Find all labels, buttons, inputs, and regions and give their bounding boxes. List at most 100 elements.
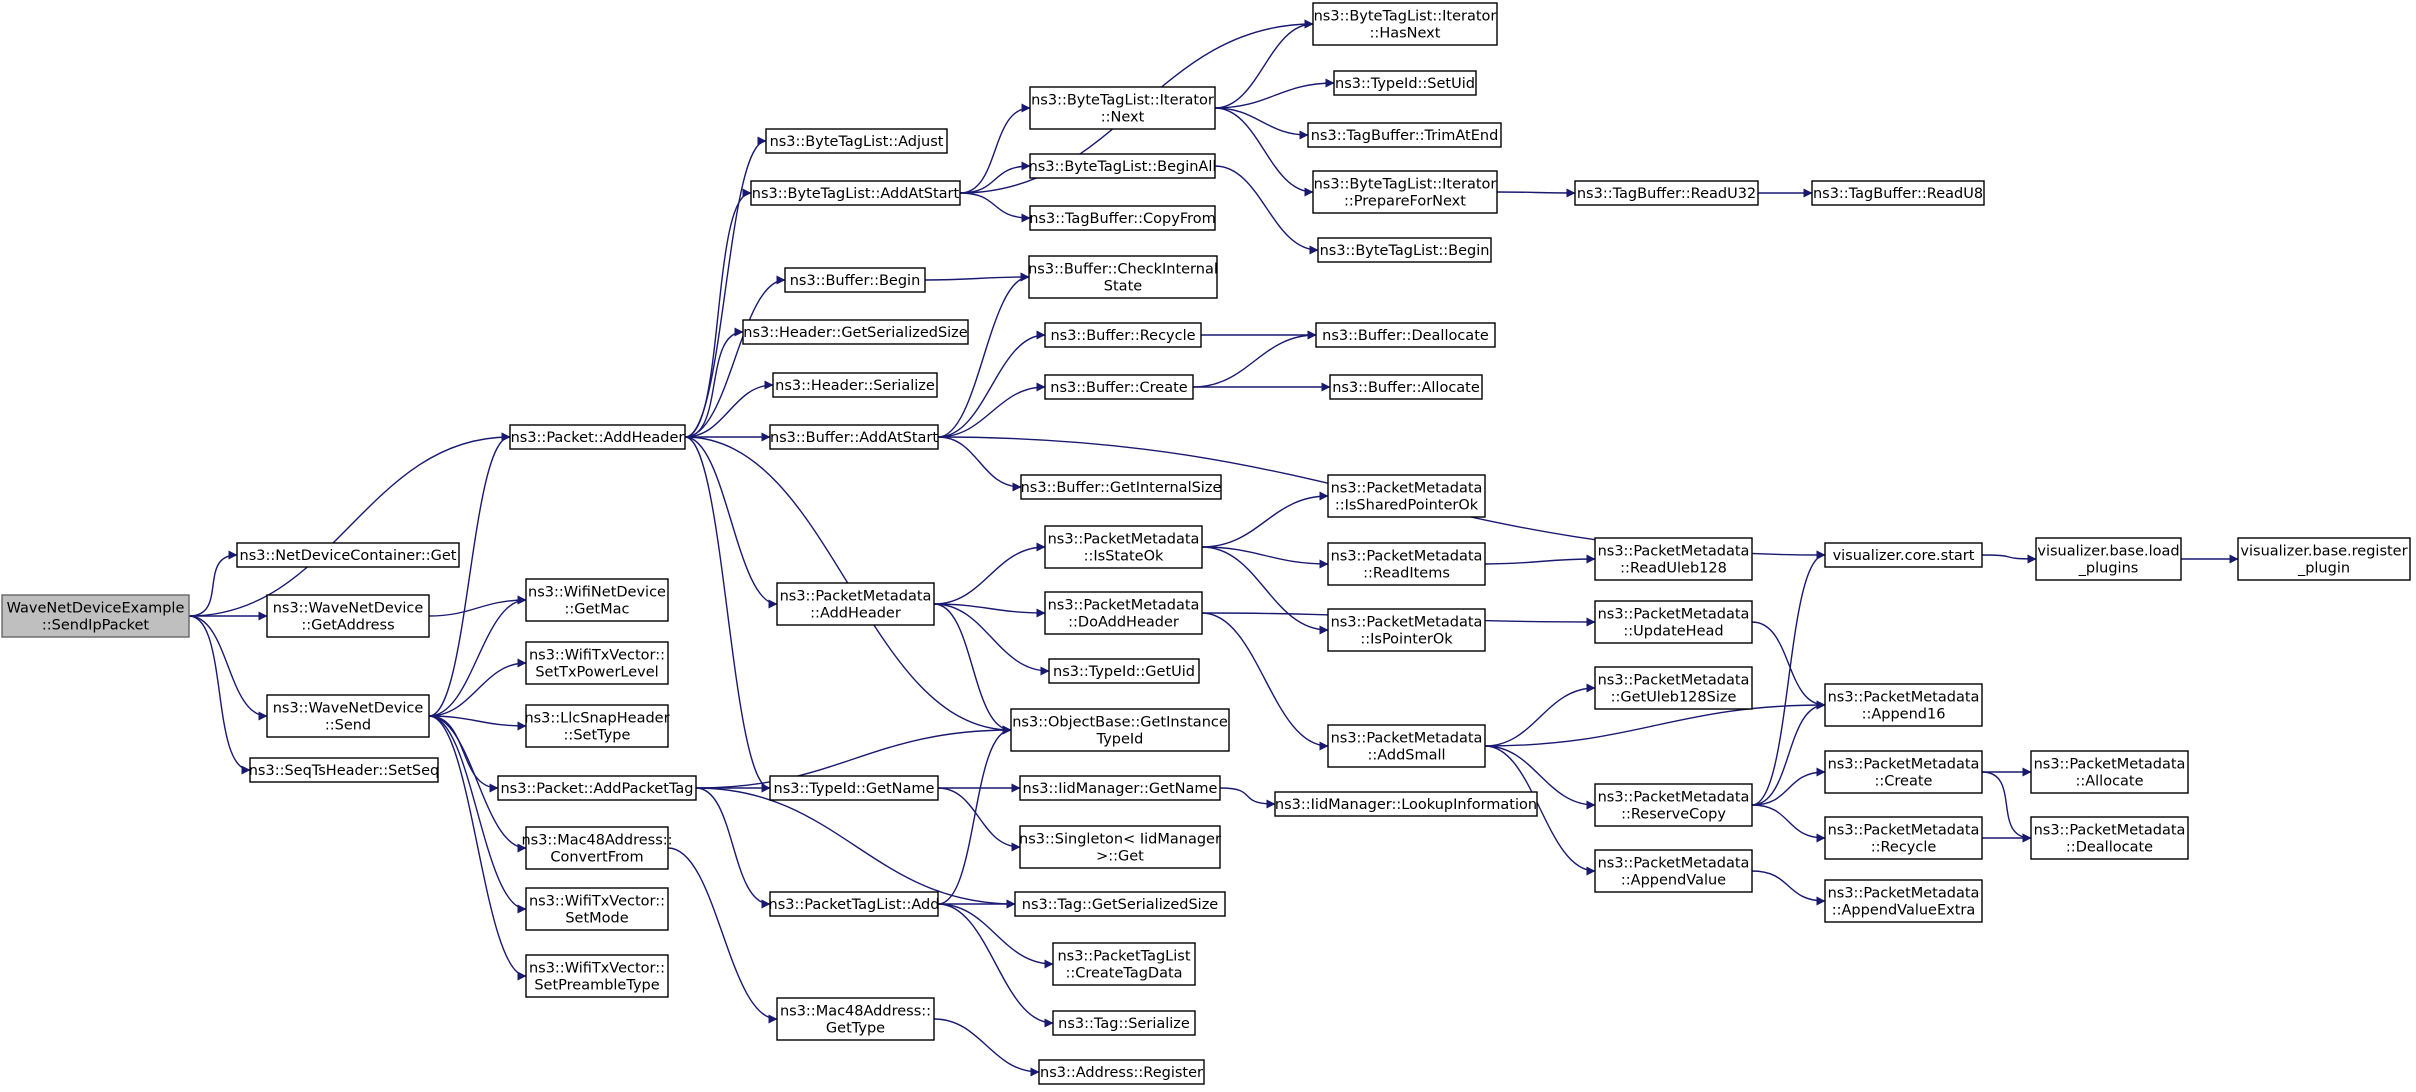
node-btlbeginall[interactable]: ns3::ByteTagList::BeginAll (1029, 153, 1217, 179)
node-label: ns3::Address::Register (1040, 1065, 1203, 1081)
node-typeidgetuid[interactable]: ns3::TypeId::GetUid (1048, 658, 1200, 684)
node-addrregister[interactable]: ns3::Address::Register (1038, 1059, 1205, 1085)
node-label: ns3::PacketMetadata (780, 589, 932, 605)
node-bufallocate[interactable]: ns3::Buffer::Allocate (1329, 374, 1483, 400)
node-box (1019, 775, 1221, 801)
node-label: _plugin (2297, 561, 2350, 577)
node-pmallocate[interactable]: ns3::PacketMetadata::Allocate (2030, 750, 2189, 794)
node-btlbegin[interactable]: ns3::ByteTagList::Begin (1317, 237, 1492, 263)
node-hdrgetsize[interactable]: ns3::Header::GetSerializedSize (742, 319, 969, 345)
node-label: ns3::TypeId::GetUid (1053, 664, 1195, 680)
node-label: ns3::PacketMetadata (1048, 532, 1200, 548)
node-llcsettype[interactable]: ns3::LlcSnapHeader::SetType (524, 704, 670, 748)
node-pmrecycle[interactable]: ns3::PacketMetadata::Recycle (1824, 816, 1983, 860)
node-setmode[interactable]: ns3::WifiTxVector::SetMode (525, 887, 669, 931)
node-pmisstateok[interactable]: ns3::PacketMetadata::IsStateOk (1044, 525, 1203, 569)
node-label: WaveNetDeviceExample (7, 601, 185, 617)
node-btlitprepare[interactable]: ns3::ByteTagList::Iterator::PrepareForNe… (1312, 170, 1498, 214)
node-mac48gettype[interactable]: ns3::Mac48Address::GetType (776, 997, 935, 1041)
node-label: ns3::TypeId::GetName (774, 781, 935, 797)
node-vizregister[interactable]: visualizer.base.register_plugin (2237, 537, 2411, 581)
node-pmdoaddheader[interactable]: ns3::PacketMetadata::DoAddHeader (1044, 591, 1203, 635)
node-ptlcreatetag[interactable]: ns3::PacketTagList::CreateTagData (1052, 942, 1196, 986)
node-label: ns3::Header::GetSerializedSize (743, 325, 968, 341)
node-tbreadu8[interactable]: ns3::TagBuffer::ReadU8 (1811, 180, 1985, 206)
edge-btlitnext-to-btlithasnext (1214, 19, 1314, 109)
edge-pmreservecopy-to-pmcreate (1751, 767, 1826, 806)
node-label: ::GetUleb128Size (1611, 690, 1737, 706)
node-vizload[interactable]: visualizer.base.load_plugins (2035, 537, 2182, 581)
edge-pmisstateok-to-pmreaditems (1201, 546, 1329, 569)
node-box (750, 180, 961, 206)
node-box (1594, 600, 1753, 644)
node-addheader[interactable]: ns3::Packet::AddHeader (509, 424, 686, 450)
node-btlitnext[interactable]: ns3::ByteTagList::Iterator::Next (1029, 86, 1216, 130)
node-pmaddsmall[interactable]: ns3::PacketMetadata::AddSmall (1327, 724, 1486, 768)
node-setpreamble[interactable]: ns3::WifiTxVector::SetPreambleType (525, 954, 669, 998)
node-hdrserialize[interactable]: ns3::Header::Serialize (772, 372, 938, 398)
node-bufbegin[interactable]: ns3::Buffer::Begin (784, 267, 926, 293)
node-addpackettag[interactable]: ns3::Packet::AddPacketTag (497, 775, 697, 801)
node-box (1315, 322, 1496, 348)
node-iidlookup[interactable]: ns3::IidManager::LookupInformation (1274, 791, 1538, 817)
node-btladjust[interactable]: ns3::ByteTagList::Adjust (765, 128, 948, 154)
node-typeidgetname[interactable]: ns3::TypeId::GetName (769, 775, 939, 801)
node-pmgetuleb[interactable]: ns3::PacketMetadata::GetUleb128Size (1594, 666, 1753, 710)
node-wifigetmac[interactable]: ns3::WifiNetDevice::GetMac (525, 578, 669, 622)
node-pmreaditems[interactable]: ns3::PacketMetadata::ReadItems (1327, 542, 1486, 586)
node-ndcget[interactable]: ns3::NetDeviceContainer::Get (236, 542, 460, 568)
edge-bufbegin-to-bufcheckinternal (924, 272, 1030, 282)
node-tbtrimatend[interactable]: ns3::TagBuffer::TrimAtEnd (1307, 122, 1502, 148)
node-vizstart[interactable]: visualizer.core.start (1824, 542, 1983, 568)
node-pmupdatehead[interactable]: ns3::PacketMetadata::UpdateHead (1594, 600, 1753, 644)
node-box (1594, 537, 1753, 581)
node-bufdeallocate[interactable]: ns3::Buffer::Deallocate (1315, 322, 1496, 348)
node-pmappendextra[interactable]: ns3::PacketMetadata::AppendValueExtra (1824, 879, 1983, 923)
node-settxpower[interactable]: ns3::WifiTxVector::SetTxPowerLevel (525, 641, 669, 685)
node-iidgetname[interactable]: ns3::IidManager::GetName (1019, 775, 1221, 801)
node-pmdeallocate[interactable]: ns3::PacketMetadata::Deallocate (2030, 816, 2189, 860)
node-ptladd[interactable]: ns3::PacketTagList::Add (769, 891, 940, 917)
edge-ptladd-to-objgetinstance (937, 725, 1012, 905)
node-box (784, 267, 926, 293)
node-tbreadu32[interactable]: ns3::TagBuffer::ReadU32 (1574, 180, 1759, 206)
node-seqts[interactable]: ns3::SeqTsHeader::SetSeq (249, 757, 440, 783)
node-box (2237, 537, 2411, 581)
node-pmreaduleb[interactable]: ns3::PacketMetadata::ReadUleb128 (1594, 537, 1753, 581)
edge-pmaddsmall-to-pmgetuleb (1484, 683, 1596, 747)
node-label: ns3::PacketMetadata (2034, 823, 2186, 839)
node-bufaddatstart[interactable]: ns3::Buffer::AddAtStart (769, 424, 939, 450)
node-pmispointerok[interactable]: ns3::PacketMetadata::IsPointerOk (1327, 608, 1486, 652)
node-box (1824, 750, 1983, 794)
node-label: ::AppendValueExtra (1832, 903, 1976, 919)
node-label: ns3::IidManager::LookupInformation (1275, 797, 1537, 813)
node-pmaddheader[interactable]: ns3::PacketMetadata::AddHeader (776, 582, 935, 626)
node-taggetsize[interactable]: ns3::Tag::GetSerializedSize (1014, 891, 1226, 917)
node-bufcreate[interactable]: ns3::Buffer::Create (1044, 374, 1194, 400)
node-singletonget[interactable]: ns3::Singleton< IidManager>::Get (1019, 825, 1221, 869)
node-btladdatstart[interactable]: ns3::ByteTagList::AddAtStart (750, 180, 961, 206)
node-box (266, 694, 430, 738)
node-typeidsetuid[interactable]: ns3::TypeId::SetUid (1333, 70, 1477, 96)
node-box (525, 826, 669, 870)
node-wndgetaddr[interactable]: ns3::WaveNetDevice::GetAddress (266, 594, 430, 638)
node-pmappend16[interactable]: ns3::PacketMetadata::Append16 (1824, 683, 1983, 727)
node-label: ns3::PacketMetadata (1598, 790, 1750, 806)
node-box (1312, 2, 1498, 46)
node-tagserialize[interactable]: ns3::Tag::Serialize (1052, 1010, 1196, 1036)
node-root[interactable]: WaveNetDeviceExample::SendIpPacket (1, 594, 190, 638)
node-bufgetinternal[interactable]: ns3::Buffer::GetInternalSize (1020, 474, 1222, 500)
node-pmreservecopy[interactable]: ns3::PacketMetadata::ReserveCopy (1594, 783, 1753, 827)
node-label: ns3::PacketMetadata (1828, 823, 1980, 839)
node-pmissharedptr[interactable]: ns3::PacketMetadata::IsSharedPointerOk (1327, 474, 1486, 518)
node-pmappendvalue[interactable]: ns3::PacketMetadata::AppendValue (1594, 849, 1753, 893)
node-wndsend[interactable]: ns3::WaveNetDevice::Send (266, 694, 430, 738)
node-box (1824, 879, 1983, 923)
node-bufrecycle[interactable]: ns3::Buffer::Recycle (1044, 322, 1202, 348)
node-pmcreate[interactable]: ns3::PacketMetadata::Create (1824, 750, 1983, 794)
node-btlithasnext[interactable]: ns3::ByteTagList::Iterator::HasNext (1312, 2, 1498, 46)
node-mac48convert[interactable]: ns3::Mac48Address::ConvertFrom (521, 826, 673, 870)
node-tbcopyfrom[interactable]: ns3::TagBuffer::CopyFrom (1029, 205, 1216, 231)
